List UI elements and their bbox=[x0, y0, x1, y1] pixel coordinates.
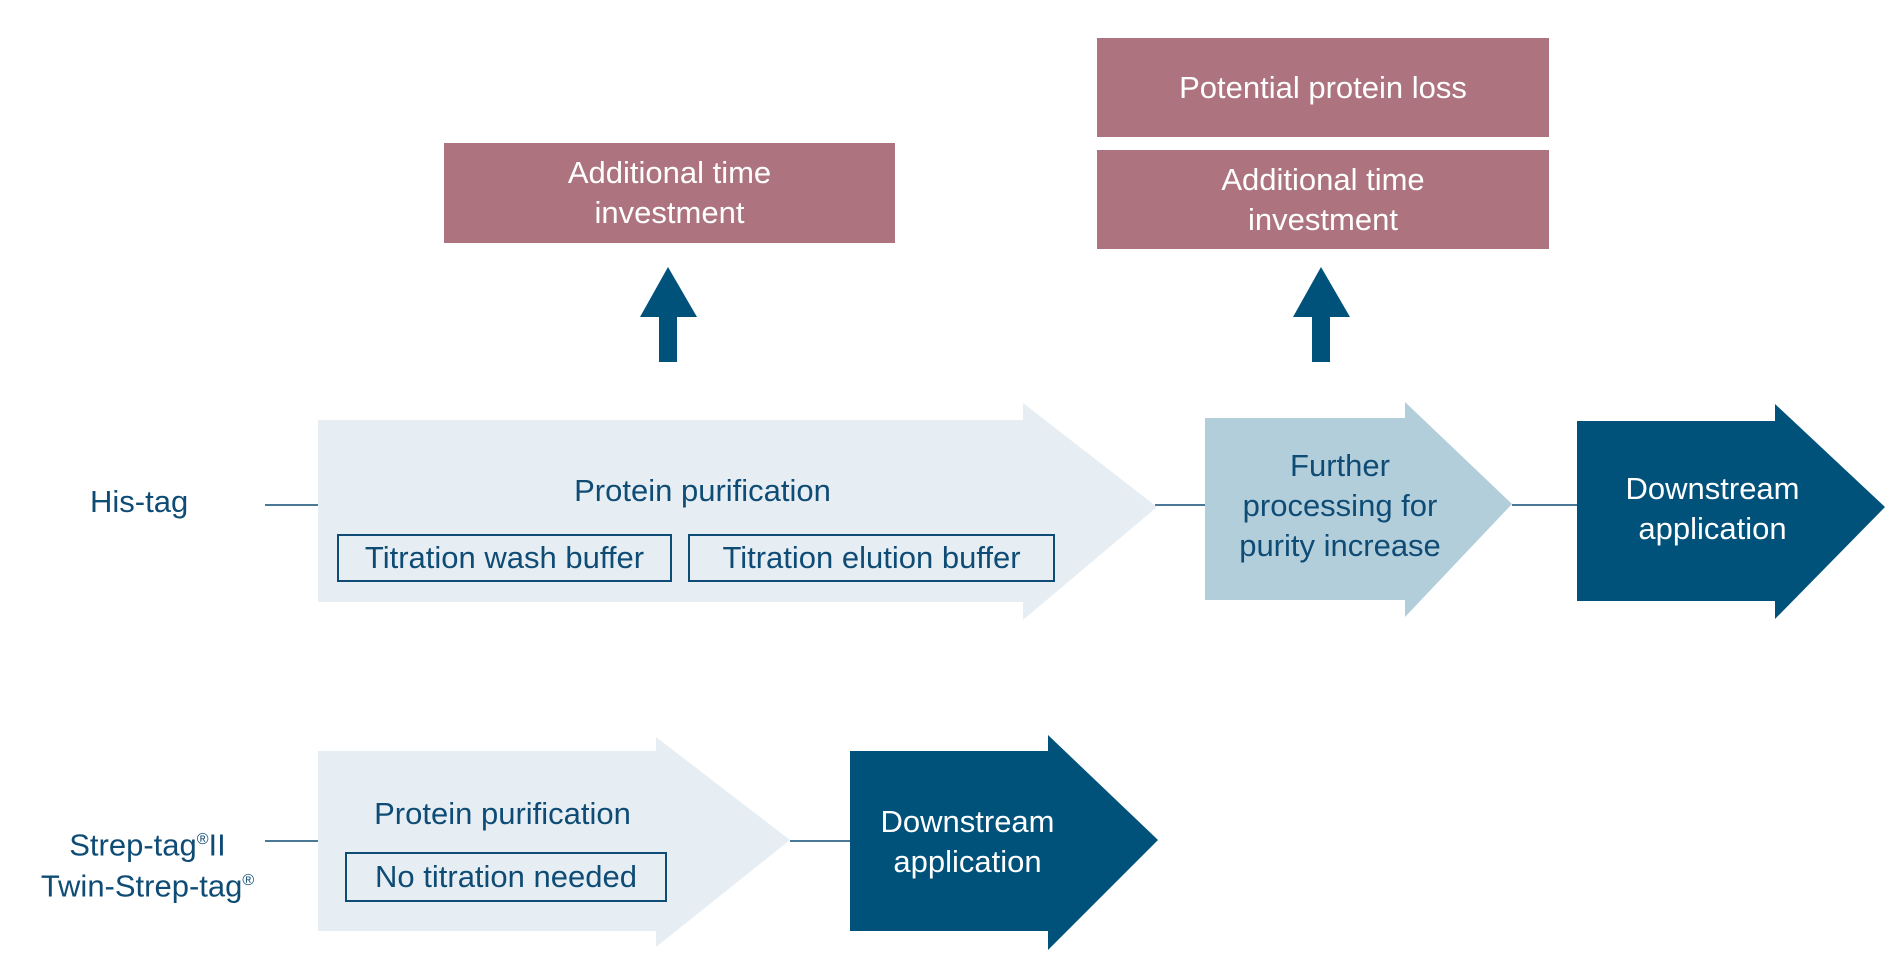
his-purification-arrow bbox=[318, 403, 1157, 620]
his-consequence-time-box: Additional time investment bbox=[444, 143, 895, 243]
his-consequence-loss-box: Potential protein loss bbox=[1097, 38, 1549, 137]
strep-downstream-text: Downstream application bbox=[880, 804, 1055, 879]
his-purification-title: Protein purification bbox=[574, 473, 831, 508]
strep-downstream-arrow bbox=[850, 735, 1158, 950]
strep-tag-label-line2: Twin-Strep-tag® bbox=[40, 868, 255, 904]
consequence-loss-text: Potential protein loss bbox=[1179, 69, 1467, 105]
consequence-time-line2: investment bbox=[1248, 201, 1398, 237]
no-titration-needed-tag: No titration needed bbox=[345, 852, 667, 902]
his-tag-label: His-tag bbox=[90, 484, 189, 519]
strep-purification-arrow bbox=[318, 737, 790, 947]
consequence-time-line1: Additional time bbox=[567, 155, 772, 190]
titration-elution-buffer-tag: Titration elution buffer bbox=[688, 534, 1055, 582]
strep-tag-label: Strep-tag®II Twin-Strep-tag® bbox=[30, 822, 265, 905]
his-further-processing-arrow bbox=[1205, 402, 1512, 617]
up-arrow-icon bbox=[640, 267, 697, 362]
up-arrow-icon bbox=[1293, 267, 1350, 362]
further-processing-text: Further processing for purity increase bbox=[1239, 448, 1441, 563]
his-downstream-arrow bbox=[1577, 404, 1885, 619]
strep-tag-label-line1: Strep-tag®II bbox=[69, 827, 226, 863]
consequence-time-line2: investment bbox=[594, 195, 745, 230]
titration-wash-buffer-tag: Titration wash buffer bbox=[337, 534, 672, 582]
his-consequence-time-box-2: Additional time investment bbox=[1097, 150, 1549, 249]
his-downstream-text: Downstream application bbox=[1625, 471, 1800, 546]
consequence-time-line1: Additional time bbox=[1221, 161, 1425, 197]
strep-purification-title: Protein purification bbox=[374, 796, 631, 831]
